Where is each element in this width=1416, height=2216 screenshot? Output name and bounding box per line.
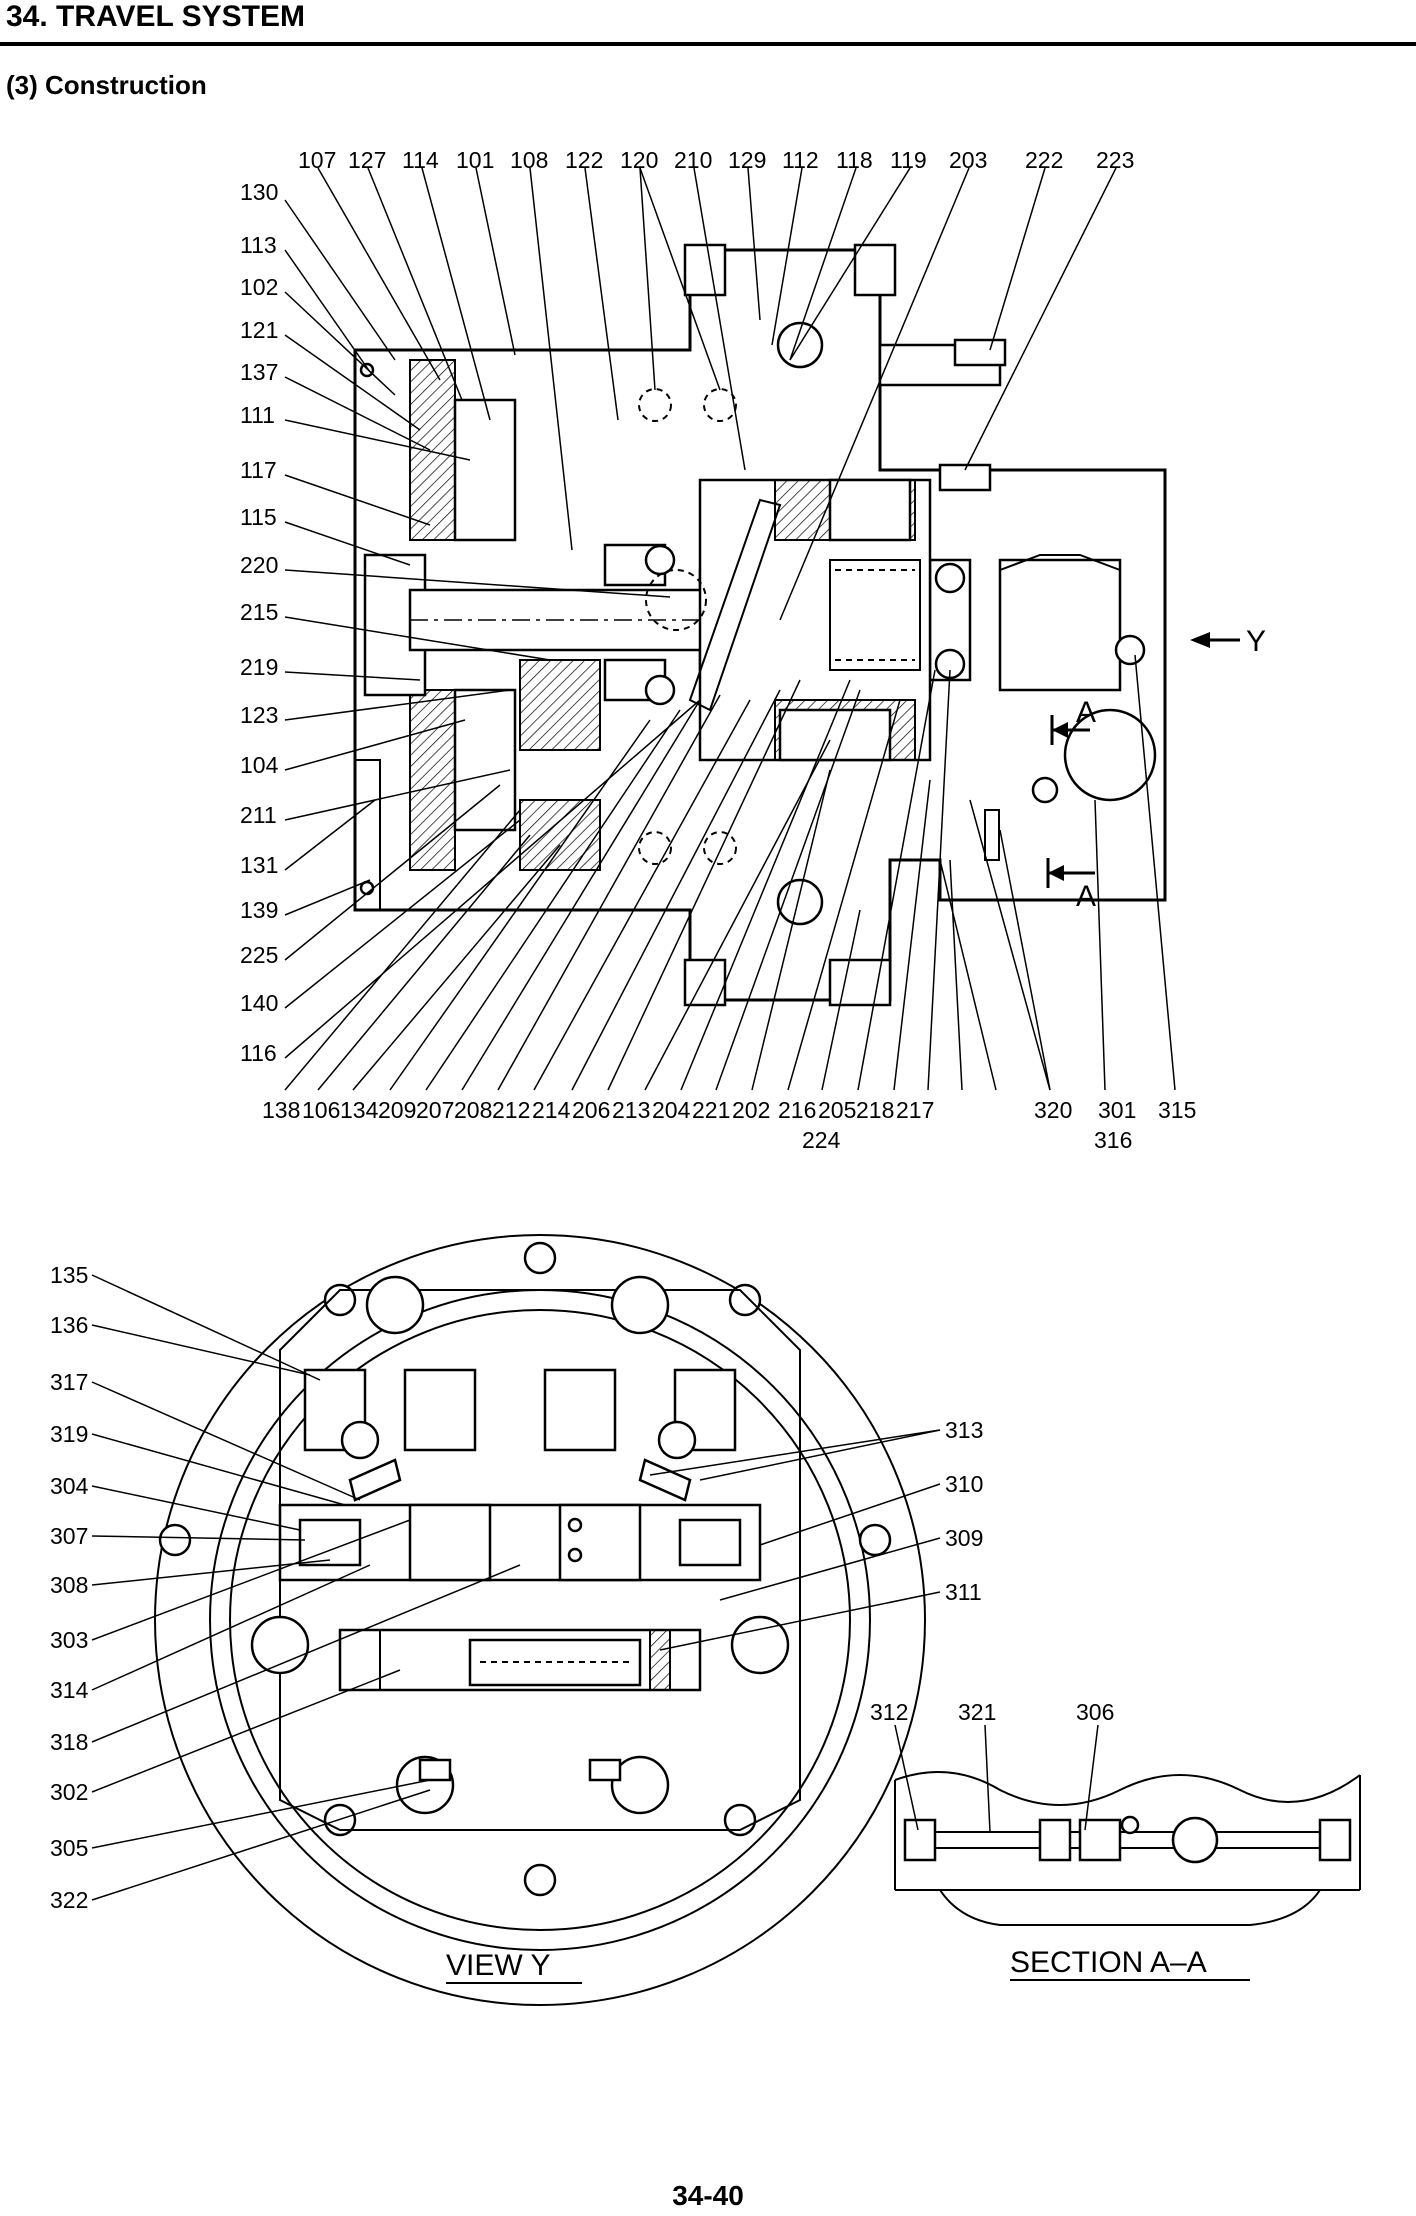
label-131: 131 (240, 852, 278, 878)
label-313: 313 (945, 1417, 983, 1443)
label-113: 113 (240, 232, 277, 258)
label-section-a-bottom: A (1076, 880, 1096, 913)
section-aa-labels: 312 321 306 SECTION A–A (870, 1699, 1250, 1981)
label-225: 225 (240, 942, 278, 968)
label-section-a-top: A (1076, 696, 1096, 729)
label-205: 205 (818, 1097, 856, 1123)
label-304: 304 (50, 1473, 89, 1499)
bottom-row-labels: 138 106 134 209 207 208 212 214 206 213 … (262, 625, 1266, 1153)
label-208: 208 (454, 1097, 492, 1123)
motor-cross-section (353, 243, 1240, 1007)
view-y-leaders (91, 1274, 941, 1901)
label-120: 120 (620, 147, 658, 173)
label-215: 215 (240, 599, 278, 625)
page-number: 34-40 (672, 2180, 744, 2211)
view-y-drawing (154, 1234, 926, 2006)
label-138: 138 (262, 1097, 300, 1123)
view-y-labels: 135 136 317 319 304 307 308 303 314 318 … (50, 1262, 983, 1984)
header-rule (0, 42, 1416, 46)
label-202: 202 (732, 1097, 770, 1123)
section-aa-leaders (894, 1724, 1099, 1833)
label-111: 111 (240, 402, 275, 428)
section-aa-drawing (894, 1771, 1361, 1926)
label-101: 101 (456, 147, 494, 173)
label-214: 214 (532, 1097, 571, 1123)
label-212: 212 (492, 1097, 530, 1123)
label-321: 321 (958, 1699, 996, 1725)
label-206: 206 (572, 1097, 610, 1123)
label-307: 307 (50, 1523, 88, 1549)
label-108: 108 (510, 147, 548, 173)
label-112: 112 (782, 147, 819, 173)
section-title: (3) Construction (6, 70, 207, 100)
label-302: 302 (50, 1779, 88, 1805)
left-column-labels: 130 113 102 121 137 111 117 115 220 215 … (240, 179, 279, 1066)
label-218: 218 (856, 1097, 894, 1123)
label-137: 137 (240, 359, 278, 385)
label-123: 123 (240, 702, 278, 728)
label-210: 210 (674, 147, 712, 173)
label-130: 130 (240, 179, 278, 205)
label-224: 224 (802, 1127, 841, 1153)
label-317: 317 (50, 1369, 88, 1395)
label-318: 318 (50, 1729, 88, 1755)
label-301: 301 (1098, 1097, 1136, 1123)
label-116: 116 (240, 1040, 277, 1066)
label-102: 102 (240, 274, 278, 300)
label-209: 209 (378, 1097, 416, 1123)
label-122: 122 (565, 147, 603, 173)
label-320: 320 (1034, 1097, 1072, 1123)
label-203: 203 (949, 147, 987, 173)
label-306: 306 (1076, 1699, 1114, 1725)
label-134: 134 (340, 1097, 379, 1123)
label-312: 312 (870, 1699, 908, 1725)
label-204: 204 (652, 1097, 691, 1123)
label-222: 222 (1025, 147, 1063, 173)
label-309: 309 (945, 1525, 983, 1551)
left-column-leaders (284, 199, 701, 1059)
label-322: 322 (50, 1887, 88, 1913)
label-121: 121 (240, 317, 278, 343)
label-127: 127 (348, 147, 386, 173)
label-310: 310 (945, 1471, 983, 1497)
label-y: Y (1246, 625, 1266, 658)
label-136: 136 (50, 1312, 88, 1338)
top-row-leaders (317, 167, 1117, 621)
label-216: 216 (778, 1097, 816, 1123)
section-aa-caption: SECTION A–A (1010, 1946, 1207, 1979)
bottom-row-leaders (284, 654, 1176, 1091)
label-314: 314 (50, 1677, 89, 1703)
label-107: 107 (298, 147, 336, 173)
view-y-caption: VIEW Y (446, 1949, 550, 1982)
label-213: 213 (612, 1097, 650, 1123)
label-114: 114 (402, 147, 439, 173)
label-319: 319 (50, 1421, 88, 1447)
label-219: 219 (240, 654, 278, 680)
label-315: 315 (1158, 1097, 1196, 1123)
label-303: 303 (50, 1627, 88, 1653)
top-row-labels: 107 127 114 101 108 122 120 210 129 112 … (298, 147, 1134, 173)
label-223: 223 (1096, 147, 1134, 173)
label-221: 221 (692, 1097, 730, 1123)
label-316: 316 (1094, 1127, 1132, 1153)
label-118: 118 (836, 147, 873, 173)
label-129: 129 (728, 147, 766, 173)
label-139: 139 (240, 897, 278, 923)
label-140: 140 (240, 990, 278, 1016)
label-220: 220 (240, 552, 278, 578)
label-119: 119 (890, 147, 927, 173)
label-115: 115 (240, 504, 277, 530)
label-308: 308 (50, 1572, 88, 1598)
label-305: 305 (50, 1835, 88, 1861)
label-217: 217 (896, 1097, 934, 1123)
label-106: 106 (302, 1097, 340, 1123)
page-header-title: 34. TRAVEL SYSTEM (6, 0, 305, 33)
label-117: 117 (240, 457, 277, 483)
label-311: 311 (945, 1579, 982, 1605)
label-135: 135 (50, 1262, 88, 1288)
label-211: 211 (240, 802, 277, 828)
label-104: 104 (240, 752, 279, 778)
label-207: 207 (416, 1097, 454, 1123)
